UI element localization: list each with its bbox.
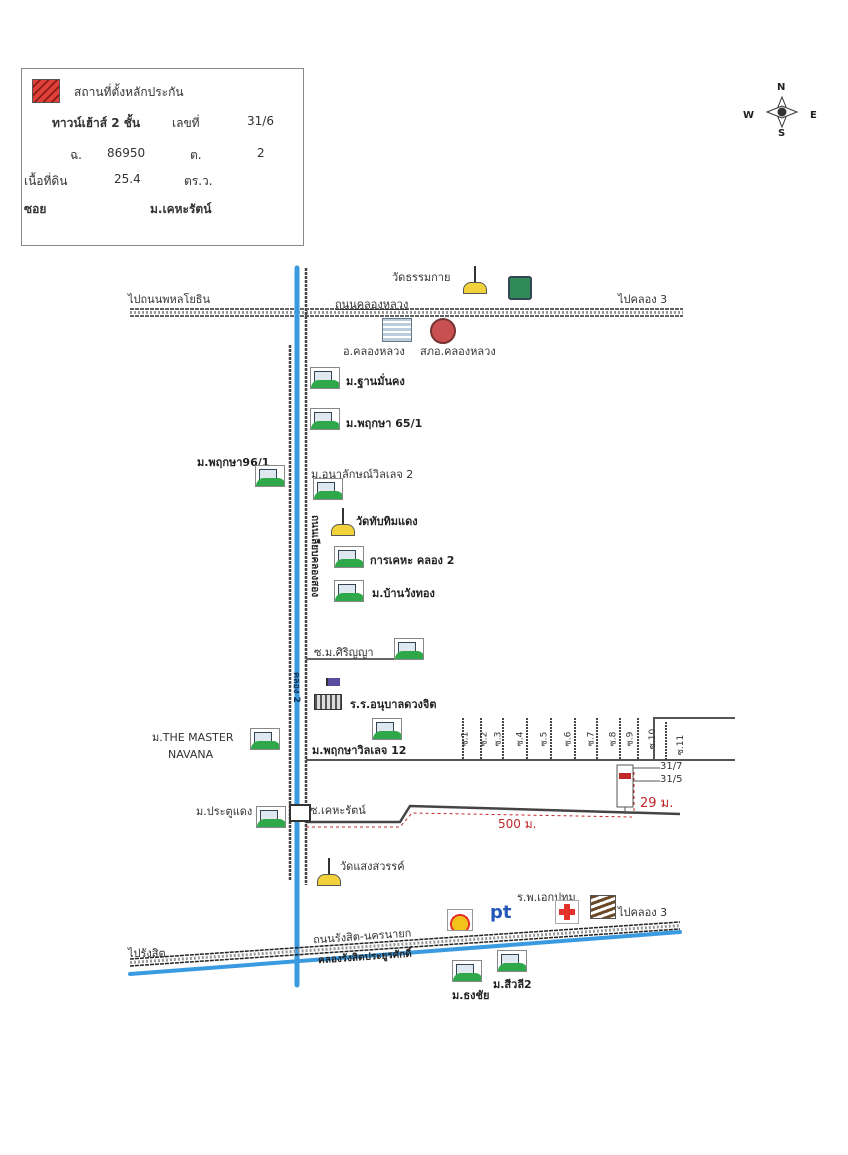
soi-value: ม.เคหะรัตน์ <box>150 202 212 216</box>
soi-6: ซ.6 <box>563 731 574 747</box>
school-label: ร.ร.อนุบาลดวงจิต <box>350 698 437 711</box>
number-value: 31/6 <box>247 114 274 128</box>
deed-label: ฉ. <box>70 148 82 162</box>
liap-khlong-song-road: ถนนเลียบคลองสอง <box>309 515 320 598</box>
distance-29m: 29 ม. <box>640 796 674 811</box>
school-flag-icon <box>326 678 340 686</box>
soi-4: ซ.4 <box>515 731 526 747</box>
area-label: เนื้อที่ดิน <box>24 174 68 188</box>
soi-2: ซ.2 <box>479 731 490 747</box>
police-label: สภอ.คลองหลวง <box>420 345 496 358</box>
soi-siriya-label: ซ.ม.ศิริญญา <box>314 646 374 659</box>
village-pruksa-65: ม.พฤกษา 65/1 <box>346 417 423 430</box>
hospital-cross-icon <box>555 900 579 924</box>
collateral-swatch <box>32 79 60 103</box>
compass-n: N <box>777 82 786 93</box>
district-value: 2 <box>257 146 265 160</box>
wat-saeng-label: วัดแสงสวรรค์ <box>340 860 405 873</box>
temple-icon <box>463 266 487 296</box>
compass-w: W <box>743 110 755 121</box>
village-thanmankong: ม.ฐานมั่นคง <box>346 375 405 388</box>
village-icon <box>256 806 286 828</box>
bangchak-logo-icon <box>508 276 532 300</box>
soi-label: ซอย <box>24 202 47 216</box>
to-khlong3-top: ไปคลอง 3 <box>618 293 668 306</box>
village-banwangthong: ม.บ้านวังทอง <box>372 587 435 600</box>
soi-7: ซ.7 <box>586 731 597 747</box>
soi-11: ซ.11 <box>676 734 687 756</box>
property-marker <box>619 773 631 779</box>
village-master-navana-2: NAVANA <box>168 748 214 761</box>
house-31-5: 31/5 <box>660 774 683 785</box>
government-building-icon <box>382 318 412 342</box>
district-label: ต. <box>190 148 202 162</box>
khlong2-canal: คลอง 2 <box>291 672 301 703</box>
deed-value: 86950 <box>107 146 146 160</box>
distance-500m: 500 ม. <box>498 817 537 831</box>
police-emblem-icon <box>430 318 456 344</box>
village-thongchai: ม.ธงชัย <box>452 989 490 1002</box>
temple-icon <box>317 858 341 888</box>
soi-kheharat-label: ซ.เคหะรัตน์ <box>310 804 366 817</box>
village-icon <box>310 367 340 389</box>
village-icon <box>310 408 340 430</box>
area-value: 25.4 <box>114 172 141 186</box>
soi-5: ซ.5 <box>539 731 550 747</box>
compass-s: S <box>778 128 786 139</box>
temple-icon <box>331 508 355 538</box>
to-khlong3-bottom: ไปคลอง 3 <box>618 906 668 919</box>
to-rangsit: ไปรังสิต <box>128 947 166 960</box>
soi-10: ซ.10 <box>648 728 659 750</box>
compass-rose <box>765 95 799 129</box>
legend-title: สถานที่ตั้งหลักประกัน <box>74 85 184 99</box>
wat-thammakai-label: วัดธรรมกาย <box>392 271 451 284</box>
ptt-logo-icon: pt <box>490 902 512 923</box>
building-type: ทาวน์เฮ้าส์ 2 ชั้น <box>52 116 141 130</box>
village-icon <box>255 465 285 487</box>
village-icon <box>334 580 364 602</box>
amphoe-label: อ.คลองหลวง <box>343 345 405 358</box>
village-master-navana: ม.THE MASTER <box>152 731 234 744</box>
soi-9: ซ.9 <box>625 731 636 747</box>
village-icon <box>313 478 343 500</box>
village-pruksa-12: ม.พฤกษาวิลเลจ 12 <box>312 744 407 757</box>
village-icon <box>452 960 482 982</box>
village-icon <box>497 950 527 972</box>
village-icon <box>394 638 424 660</box>
khlong-luang-road: ถนนคลองหลวง <box>335 298 409 311</box>
housing-logo-icon <box>590 895 616 919</box>
village-anaruk: ม.อนาลักษณ์วิลเลจ 2 <box>311 468 414 481</box>
village-kheha-khlong2: การเคหะ คลอง 2 <box>370 554 455 567</box>
house-31-7: 31/7 <box>660 761 683 772</box>
compass-e: E <box>810 110 817 121</box>
school-icon <box>314 694 342 710</box>
village-siwali2: ม.สีวลี2 <box>493 978 532 991</box>
to-phahonyothin: ไปถนนพหลโยธิน <box>128 293 211 306</box>
soi-8: ซ.8 <box>608 731 619 747</box>
village-pratudaeng: ม.ประตูแดง <box>196 805 253 818</box>
area-unit: ตร.ว. <box>184 174 213 188</box>
village-icon <box>372 718 402 740</box>
number-label: เลขที่ <box>172 116 200 130</box>
legend-box: สถานที่ตั้งหลักประกัน ทาวน์เฮ้าส์ 2 ชั้น… <box>21 68 304 246</box>
soi-3: ซ.3 <box>493 731 504 747</box>
village-pruksa-96: ม.พฤกษา96/1 <box>197 456 270 469</box>
soi-1: ซ.1 <box>460 731 471 747</box>
wat-tubtim-label: วัดทับทิมแดง <box>356 515 418 528</box>
shell-logo-icon <box>447 909 473 931</box>
village-icon <box>250 728 280 750</box>
bridge-icon <box>289 804 311 822</box>
village-icon <box>334 546 364 568</box>
